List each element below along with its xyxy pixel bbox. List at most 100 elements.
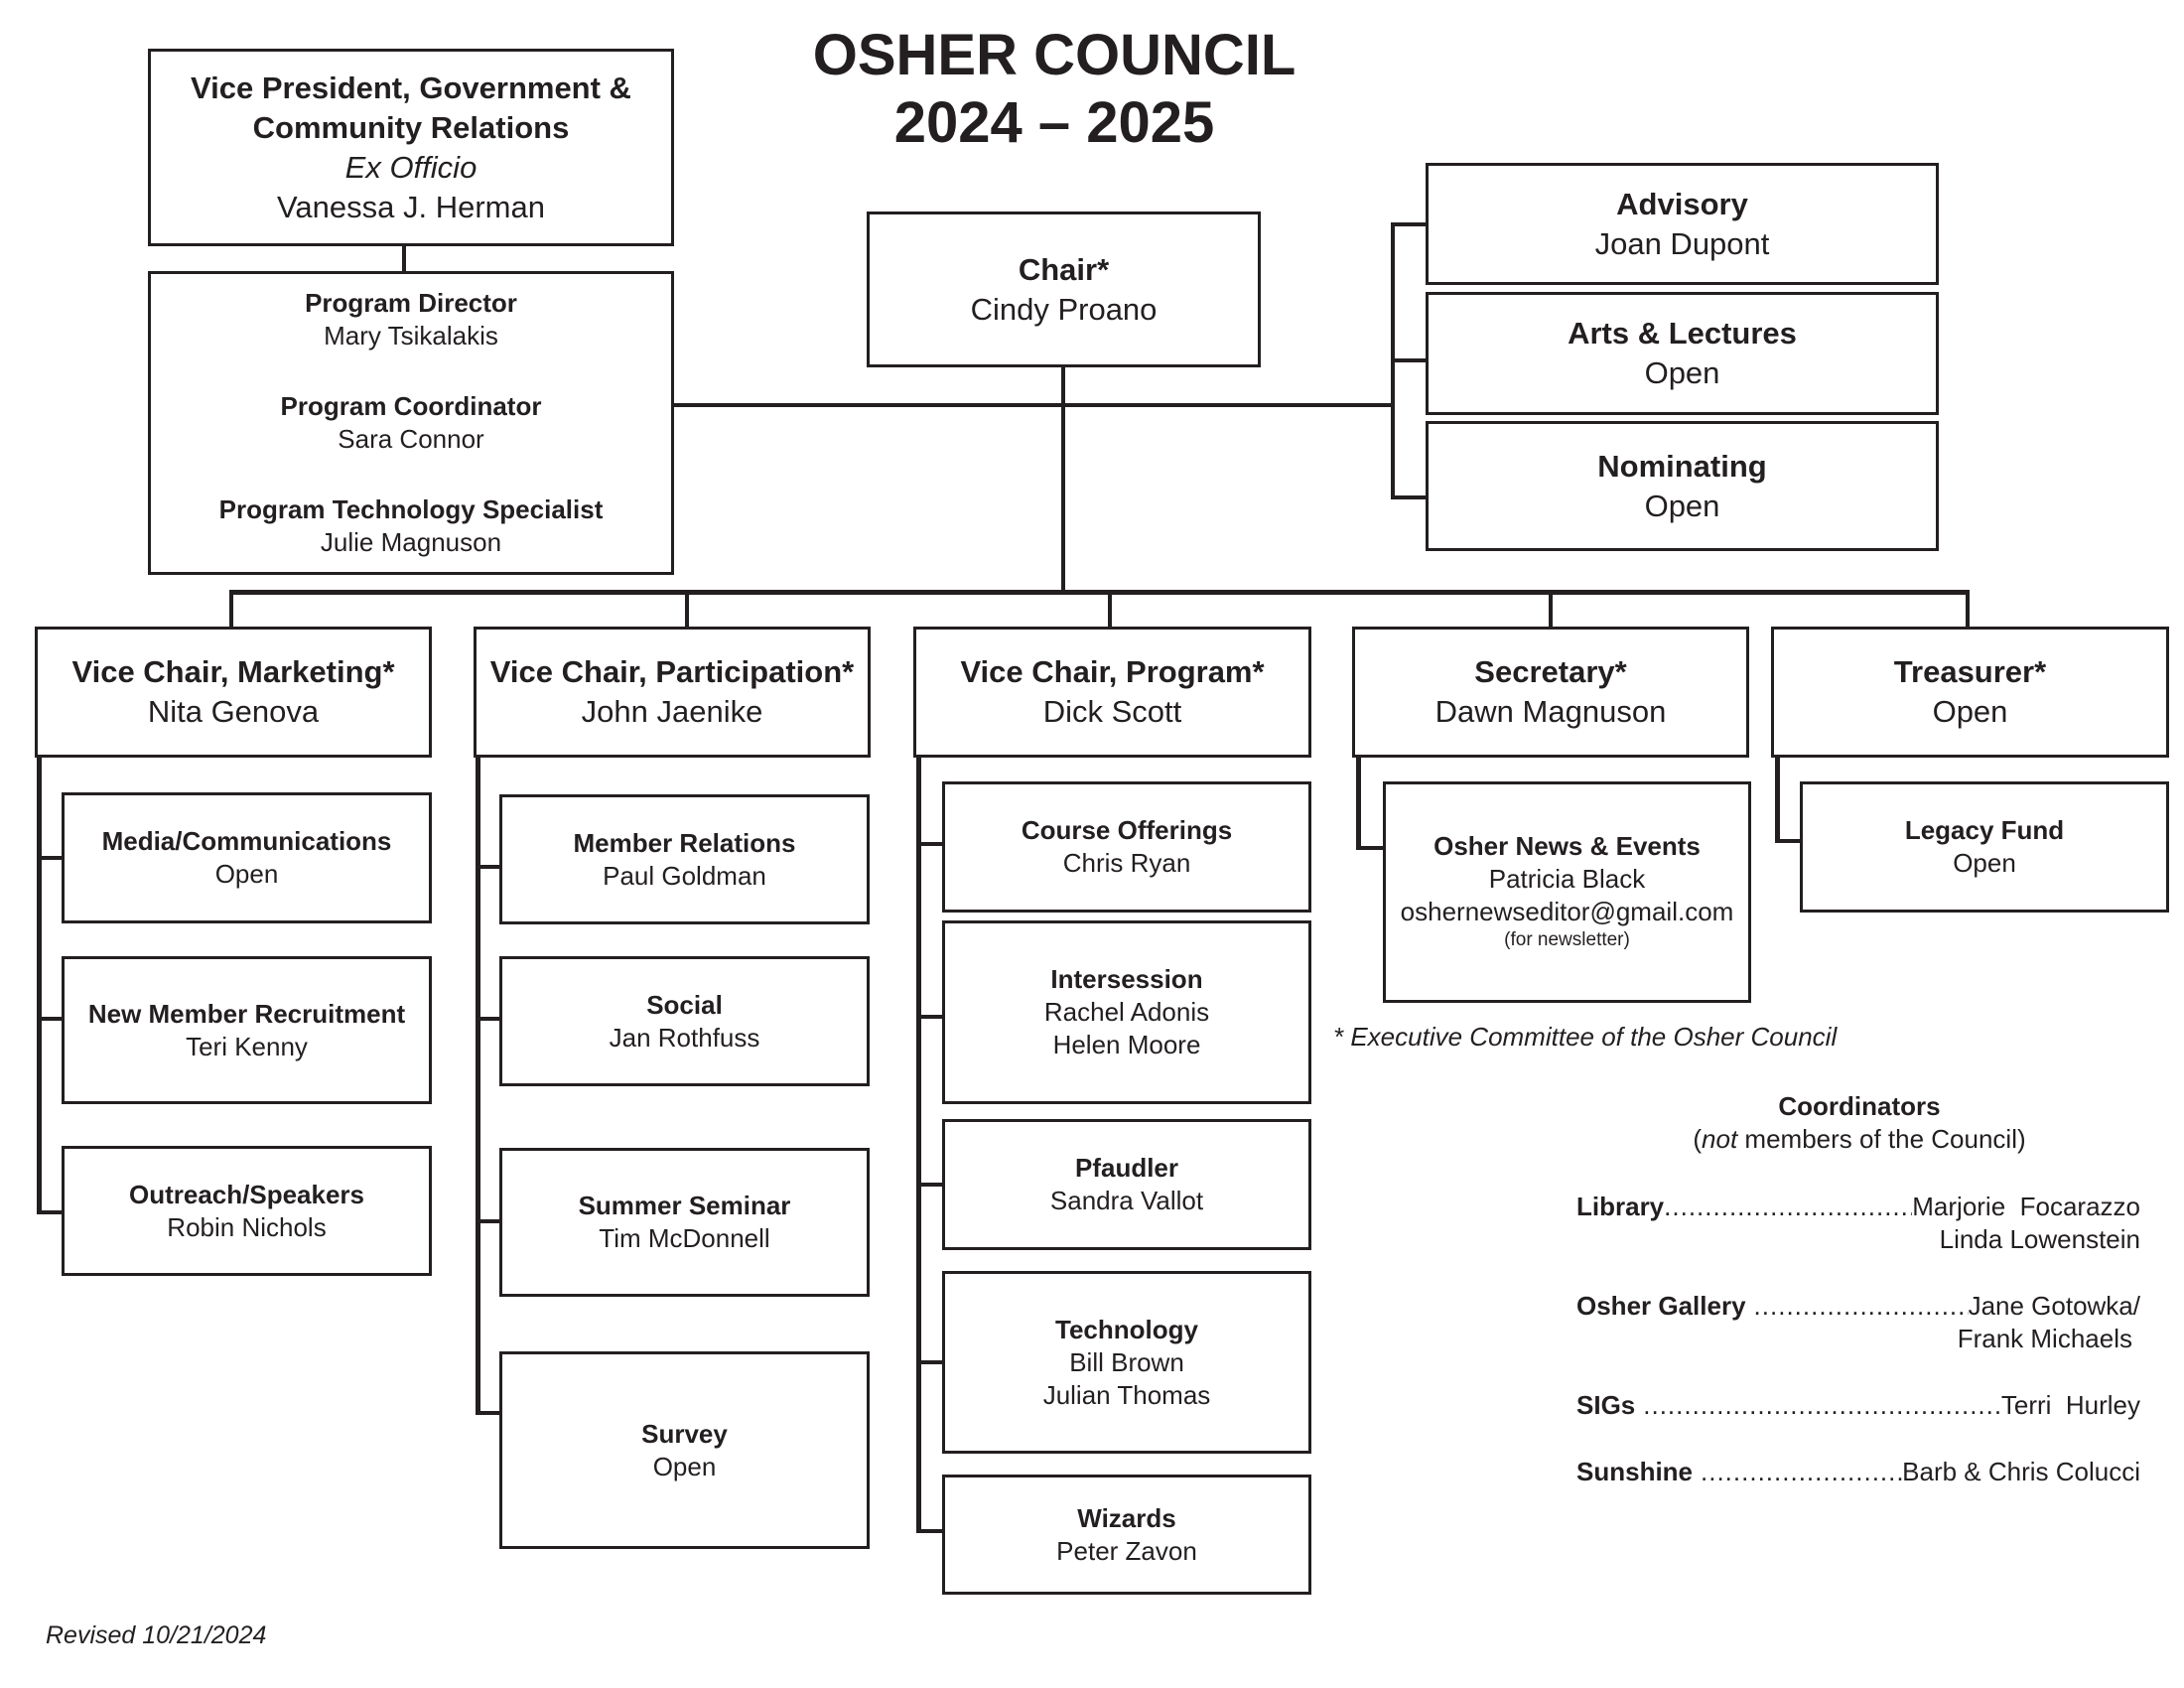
coordinator-name: Linda Lowenstein xyxy=(1939,1224,2140,1254)
officer-title: Secretary* xyxy=(1474,654,1627,689)
sub-member-relations-box: Member Relations Paul Goldman xyxy=(499,794,870,924)
sub-name: Jan Rothfuss xyxy=(609,1022,760,1053)
connector-officer-drop xyxy=(1966,590,1970,628)
sub-name: Paul Goldman xyxy=(603,860,766,891)
connector-officer-drop xyxy=(1549,590,1553,628)
sub-survey-box: Survey Open xyxy=(499,1351,870,1549)
coordinator-label: Osher Gallery xyxy=(1576,1291,1746,1321)
connector-committee-tick xyxy=(1391,222,1427,226)
title-line-2: 2024 – 2025 xyxy=(893,90,1215,155)
staff-name: Julie Magnuson xyxy=(320,527,502,557)
dot-leader xyxy=(1701,1456,1902,1488)
officer-vc-marketing-box: Vice Chair, Marketing* Nita Genova xyxy=(35,627,432,758)
connector-tick xyxy=(916,1360,944,1364)
committee-name: Open xyxy=(1644,355,1720,390)
chart-title: OSHER COUNCIL 2024 – 2025 xyxy=(756,22,1352,157)
coordinators-header: Coordinators (not members of the Council… xyxy=(1661,1090,2058,1156)
program-staff-box: Program Director Mary Tsikalakis Program… xyxy=(148,271,674,575)
staff-name: Sara Connor xyxy=(338,424,484,454)
staff-title: Program Technology Specialist xyxy=(218,494,604,524)
committee-title: Arts & Lectures xyxy=(1568,316,1797,351)
committee-name: Joan Dupont xyxy=(1594,225,1770,261)
sub-summer-seminar-box: Summer Seminar Tim McDonnell xyxy=(499,1148,870,1297)
officer-vc-participation-box: Vice Chair, Participation* John Jaenike xyxy=(474,627,871,758)
vp-title-line-1: Vice President, Government & xyxy=(191,70,631,105)
committee-title: Advisory xyxy=(1616,186,1748,221)
sub-wizards-box: Wizards Peter Zavon xyxy=(942,1475,1311,1595)
chair-box: Chair* Cindy Proano xyxy=(867,211,1261,367)
subtitle-pre: ( xyxy=(1693,1124,1703,1154)
connector-tick xyxy=(1356,846,1384,850)
connector-committee-tick xyxy=(1391,495,1427,499)
sub-name: Open xyxy=(1953,848,2016,878)
officer-title: Vice Chair, Program* xyxy=(960,654,1265,689)
sub-name: Peter Zavon xyxy=(1056,1535,1197,1566)
coordinator-row-sigs: SIGsTerri Hurley xyxy=(1576,1389,2140,1422)
coordinator-label: SIGs xyxy=(1576,1390,1636,1420)
connector-tick xyxy=(916,1529,944,1533)
officer-title: Treasurer* xyxy=(1893,654,2047,689)
connector-tick xyxy=(37,1210,64,1214)
staff-program-director: Program Director Mary Tsikalakis xyxy=(305,287,517,352)
sub-name: Sandra Vallot xyxy=(1049,1186,1204,1215)
coordinator-row-library: LibraryMarjorie Focarazzo Linda Lowenste… xyxy=(1576,1191,2140,1256)
sub-name: Rachel Adonis xyxy=(1043,997,1210,1027)
sub-title: Osher News & Events xyxy=(1433,831,1701,861)
sub-name: Tim McDonnell xyxy=(599,1223,770,1253)
sub-osher-news-events-box: Osher News & Events Patricia Black osher… xyxy=(1383,781,1751,1003)
dot-leader xyxy=(1754,1290,1969,1323)
coordinator-name: Marjorie Focarazzo xyxy=(1912,1192,2140,1221)
sub-legacy-fund-box: Legacy Fund Open xyxy=(1800,781,2169,913)
sub-title: Summer Seminar xyxy=(578,1191,791,1220)
officer-vc-program-box: Vice Chair, Program* Dick Scott xyxy=(913,627,1311,758)
connector-tick xyxy=(476,1017,501,1021)
connector-tick xyxy=(476,1219,501,1223)
connector-chair-trunk xyxy=(1061,366,1065,594)
sub-title: Media/Communications xyxy=(101,826,392,856)
connector-program-spine xyxy=(916,757,921,1533)
vp-title-line-2: Community Relations xyxy=(252,109,570,145)
committee-advisory-box: Advisory Joan Dupont xyxy=(1426,163,1939,285)
sub-name: Helen Moore xyxy=(1052,1030,1201,1059)
subtitle-post: members of the Council) xyxy=(1737,1124,2026,1154)
sub-name: Julian Thomas xyxy=(1042,1379,1211,1410)
connector-tick xyxy=(37,1017,64,1021)
committee-name: Open xyxy=(1644,488,1720,523)
sub-title: Course Offerings xyxy=(1021,815,1233,845)
sub-social-box: Social Jan Rothfuss xyxy=(499,956,870,1086)
coordinator-name: Frank Michaels xyxy=(1957,1324,2132,1353)
sub-media-communications-box: Media/Communications Open xyxy=(62,792,432,923)
sub-title: Intersession xyxy=(1050,964,1203,994)
sub-title: Member Relations xyxy=(573,827,796,858)
newsletter-email-link[interactable]: oshernewseditor@gmail.com xyxy=(1400,897,1734,926)
connector-officer-drop xyxy=(229,590,233,628)
sub-name: Chris Ryan xyxy=(1062,848,1191,878)
sub-name: Patricia Black xyxy=(1488,864,1646,894)
connector-committee-tick xyxy=(1391,358,1427,362)
connector-secretary-spine xyxy=(1356,757,1361,850)
staff-title: Program Coordinator xyxy=(280,391,542,421)
sub-name: Open xyxy=(214,859,279,889)
committee-arts-lectures-box: Arts & Lectures Open xyxy=(1426,292,1939,415)
officer-name: Open xyxy=(1932,694,2008,729)
sub-title: Pfaudler xyxy=(1074,1153,1179,1183)
connector-tick xyxy=(37,856,64,860)
sub-title: Social xyxy=(646,989,723,1020)
sub-name: Robin Nichols xyxy=(167,1211,327,1242)
staff-program-tech-specialist: Program Technology Specialist Julie Magn… xyxy=(219,493,604,559)
connector-officer-drop xyxy=(685,590,689,628)
committee-title: Nominating xyxy=(1597,448,1767,484)
sub-note: (for newsletter) xyxy=(1504,929,1630,950)
sub-intersession-box: Intersession Rachel Adonis Helen Moore xyxy=(942,920,1311,1104)
chair-title: Chair* xyxy=(1018,251,1110,287)
staff-program-coordinator: Program Coordinator Sara Connor xyxy=(281,390,542,456)
connector-vp-program xyxy=(402,245,406,273)
chair-name: Cindy Proano xyxy=(970,291,1158,327)
coordinators-title: Coordinators xyxy=(1778,1091,1941,1121)
staff-title: Program Director xyxy=(305,288,517,318)
sub-title: Legacy Fund xyxy=(1904,815,2065,845)
connector-tick xyxy=(916,1015,944,1019)
connector-participation-spine xyxy=(476,757,480,1415)
coordinator-name: Barb & Chris Colucci xyxy=(1902,1457,2140,1486)
connector-tick xyxy=(476,1411,501,1415)
